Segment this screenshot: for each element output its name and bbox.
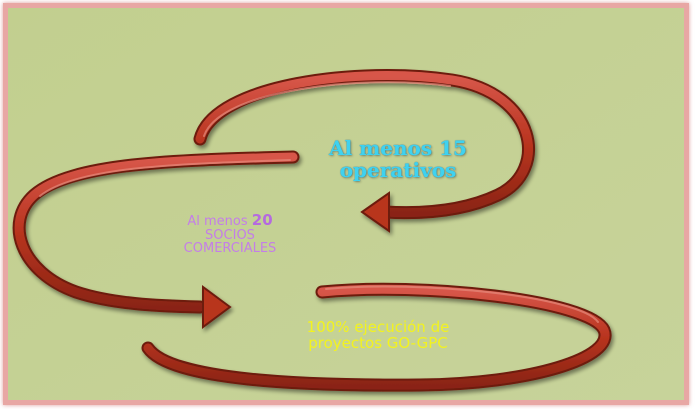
bottom-loop-arrow — [141, 282, 612, 392]
label-socios-line1: Al menos 20 — [160, 211, 300, 229]
label-socios-line2: SOCIOS — [205, 227, 255, 243]
label-socios: Al menos 20 SOCIOS COMERCIALES — [160, 211, 300, 257]
label-socios-prefix: Al menos — [187, 214, 252, 229]
label-socios-line3: COMERCIALES — [183, 241, 277, 257]
label-gpc-line1: 100% ejecución de — [306, 318, 450, 336]
label-operativos: Al menos 15 operativos — [318, 136, 478, 182]
label-gpc-line2: proyectos GO-GPC — [308, 334, 448, 353]
left-loop-arrowhead — [202, 285, 232, 329]
label-operativos-line1: Al menos 15 — [329, 136, 467, 160]
top-loop-arrowhead — [360, 191, 390, 233]
label-socios-number: 20 — [251, 211, 273, 229]
label-gpc: 100% ejecución de proyectos GO-GPC — [268, 318, 488, 353]
label-operativos-line2: operativos — [339, 157, 457, 182]
top-loop-arrow — [193, 68, 535, 233]
left-loop-arrow — [12, 150, 300, 329]
